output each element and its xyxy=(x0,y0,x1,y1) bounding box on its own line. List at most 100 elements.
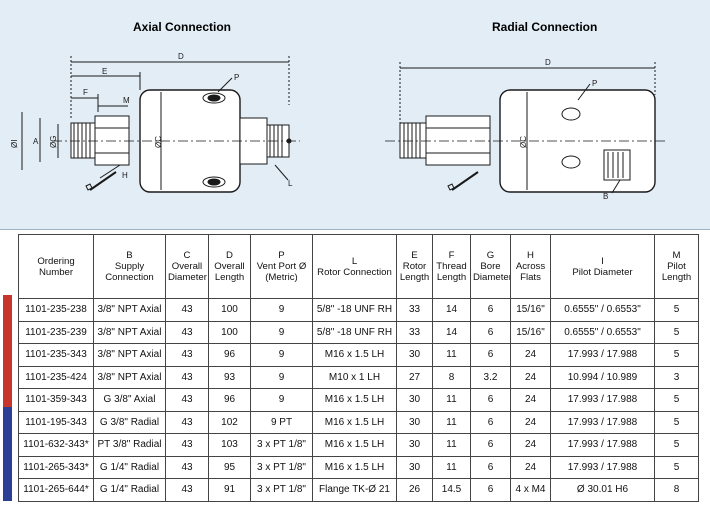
table-cell: 1101-235-239 xyxy=(18,320,94,344)
table-cell: 43 xyxy=(165,478,209,502)
table-cell: 93 xyxy=(208,365,251,389)
axial-dim-a: A xyxy=(33,137,39,146)
table-cell: 17.993 / 17.988 xyxy=(550,343,655,367)
table-cell: 103 xyxy=(208,433,251,457)
table-cell: 91 xyxy=(208,478,251,502)
axial-dim-d: D xyxy=(178,52,184,61)
table-cell: 24 xyxy=(510,410,551,434)
table-cell: M16 x 1.5 LH xyxy=(312,410,397,434)
table-cell: 0.6555" / 0.6553" xyxy=(550,298,655,322)
table-cell: 0.6555" / 0.6553" xyxy=(550,320,655,344)
table-cell: 1101-195-343 xyxy=(18,410,94,434)
drawing-illustrations: D E F M P H ØI A ØG ØC L D P ØC B xyxy=(10,52,665,201)
table-cell: 6 xyxy=(470,455,511,479)
radial-drawing xyxy=(385,62,665,194)
table-cell: 102 xyxy=(208,410,251,434)
axial-dim-l: L xyxy=(288,179,293,188)
table-cell: 17.993 / 17.988 xyxy=(550,455,655,479)
table-cell: 11 xyxy=(432,343,471,367)
table-cell: 43 xyxy=(165,388,209,412)
table-cell: PT 3/8" Radial xyxy=(93,433,166,457)
column-header-name: Vent Port Ø (Metric) xyxy=(256,261,307,283)
table-cell: 3 x PT 1/8" xyxy=(250,478,313,502)
table-cell: 5 xyxy=(654,298,699,322)
table-cell: Ø 30.01 H6 xyxy=(550,478,655,502)
column-header-name: Pilot Length xyxy=(661,261,692,283)
column-header-name: Thread Length xyxy=(436,261,467,283)
table-cell: 3/8" NPT Axial xyxy=(93,320,166,344)
column-header-letter: H xyxy=(527,250,534,261)
column-header-letter: D xyxy=(226,250,233,261)
table-cell: 33 xyxy=(396,298,433,322)
column-header: Ordering Number xyxy=(18,234,94,299)
table-cell: 26 xyxy=(396,478,433,502)
table-cell: 3/8" NPT Axial xyxy=(93,365,166,389)
table-cell: 30 xyxy=(396,388,433,412)
table-cell: 5 xyxy=(654,410,699,434)
table-cell: 5 xyxy=(654,455,699,479)
column-header-name: Overall Length xyxy=(214,261,245,283)
table-cell: 5 xyxy=(654,343,699,367)
table-cell: 15/16" xyxy=(510,320,551,344)
table-cell: 1101-235-424 xyxy=(18,365,94,389)
axial-dim-f: F xyxy=(83,88,88,97)
table-cell: 30 xyxy=(396,455,433,479)
table-cell: 6 xyxy=(470,478,511,502)
table-cell: 5/8" -18 UNF RH xyxy=(312,298,397,322)
table-cell: 1101-235-343 xyxy=(18,343,94,367)
column-header-name: Bore Diameter xyxy=(473,261,511,283)
table-cell: Flange TK-Ø 21 xyxy=(312,478,397,502)
table-cell: 95 xyxy=(208,455,251,479)
radial-dim-d: D xyxy=(545,58,551,67)
table-cell: 3 x PT 1/8" xyxy=(250,455,313,479)
table-cell: 24 xyxy=(510,433,551,457)
table-cell: 1101-265-343* xyxy=(18,455,94,479)
table-cell: 11 xyxy=(432,455,471,479)
column-header-letter: B xyxy=(126,250,133,261)
table-cell: 100 xyxy=(208,298,251,322)
table-cell: 11 xyxy=(432,388,471,412)
radial-dim-b: B xyxy=(603,192,608,201)
table-cell: M16 x 1.5 LH xyxy=(312,343,397,367)
table-cell: M16 x 1.5 LH xyxy=(312,455,397,479)
table-cell: 8 xyxy=(432,365,471,389)
axial-dim-h: H xyxy=(122,171,128,180)
table-cell: M16 x 1.5 LH xyxy=(312,433,397,457)
radial-group-bar xyxy=(3,407,12,501)
table-cell: 17.993 / 17.988 xyxy=(550,388,655,412)
table-cell: G 1/4" Radial xyxy=(93,478,166,502)
table-cell: 5 xyxy=(654,320,699,344)
axial-drawing xyxy=(21,56,300,193)
column-header-letter: C xyxy=(183,250,191,261)
table-cell: 6 xyxy=(470,433,511,457)
table-cell: 3 xyxy=(654,365,699,389)
table-cell: 3 x PT 1/8" xyxy=(250,433,313,457)
axial-dim-i: ØI xyxy=(10,140,19,148)
table-cell: 11 xyxy=(432,433,471,457)
column-header-name: Rotor Length xyxy=(399,261,430,283)
axial-dim-c: ØC xyxy=(154,136,163,148)
table-cell: 43 xyxy=(165,365,209,389)
column-header-letter: E xyxy=(411,250,418,261)
table-cell: 43 xyxy=(165,298,209,322)
table-cell: G 3/8" Radial xyxy=(93,410,166,434)
table-cell: 27 xyxy=(396,365,433,389)
table-cell: 24 xyxy=(510,455,551,479)
